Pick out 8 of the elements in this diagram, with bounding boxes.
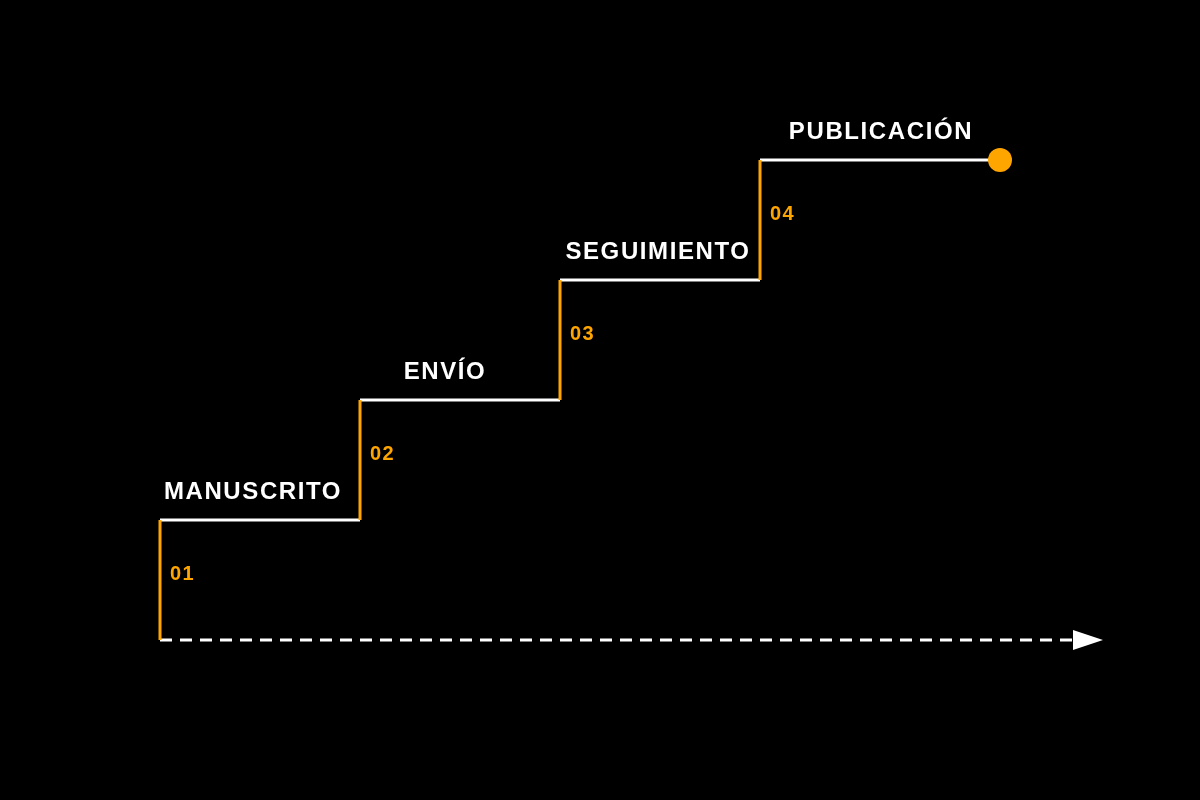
step-number: 03 <box>570 323 596 343</box>
step-number: 04 <box>770 203 796 223</box>
step-title: MANUSCRITO <box>163 479 343 503</box>
step-title: PUBLICACIÓN <box>788 119 974 143</box>
step-number: 01 <box>170 563 196 583</box>
step-number: 02 <box>370 443 396 463</box>
step-title: SEGUIMIENTO <box>565 239 751 263</box>
step-title: ENVÍO <box>403 359 487 383</box>
